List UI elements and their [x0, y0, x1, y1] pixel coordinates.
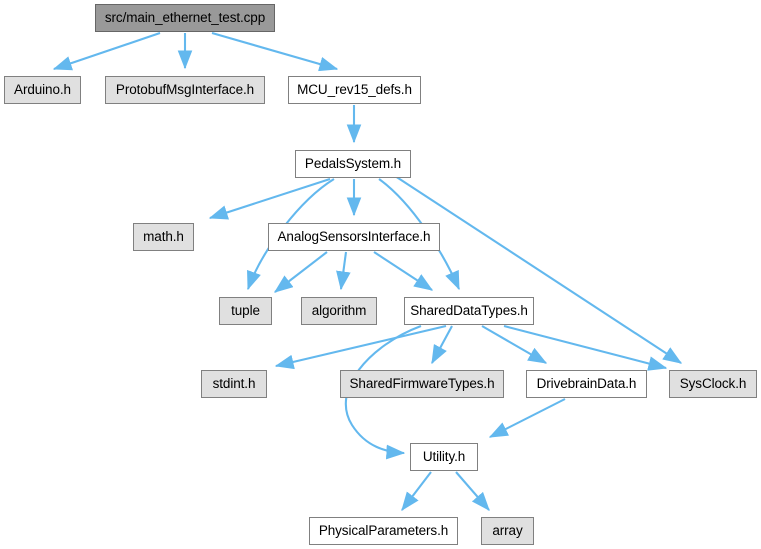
graph-node-label: tuple	[231, 303, 260, 319]
graph-node-arduino[interactable]: Arduino.h	[4, 76, 81, 104]
graph-node-tuple[interactable]: tuple	[219, 297, 272, 325]
graph-node-label: algorithm	[311, 303, 367, 319]
graph-node-algorithm[interactable]: algorithm	[301, 297, 377, 325]
graph-edge-main-to-arduino	[52, 32, 161, 71]
graph-node-sysclock[interactable]: SysClock.h	[669, 370, 757, 398]
graph-node-label: math.h	[143, 229, 184, 245]
graph-edge-shareddatatypes-to-sysclock	[503, 324, 668, 371]
graph-node-sharedfirmwaretypes[interactable]: SharedFirmwareTypes.h	[340, 370, 504, 398]
graph-node-label: stdint.h	[212, 376, 256, 392]
graph-edge-shareddatatypes-to-stdint	[274, 324, 447, 370]
graph-node-drivebraindata[interactable]: DrivebrainData.h	[526, 370, 647, 398]
graph-node-label: MCU_rev15_defs.h	[297, 82, 412, 98]
graph-edge-utility-to-array	[455, 471, 490, 511]
graph-edge-analog-to-tuple	[274, 251, 328, 293]
graph-node-array[interactable]: array	[481, 517, 534, 545]
graph-node-label: Utility.h	[422, 449, 466, 465]
graph-node-label: ProtobufMsgInterface.h	[115, 82, 255, 98]
graph-edge-analog-to-algorithm	[336, 251, 351, 291]
graph-edge-shareddatatypes-to-sharedfirmwaretypes	[431, 325, 453, 365]
graph-node-pedals[interactable]: PedalsSystem.h	[295, 150, 411, 178]
graph-node-label: SharedFirmwareTypes.h	[349, 376, 495, 392]
graph-node-stdint[interactable]: stdint.h	[201, 370, 267, 398]
graph-node-physicalparameters[interactable]: PhysicalParameters.h	[309, 517, 458, 545]
graph-edge-pedals-to-sysclock	[394, 175, 683, 364]
graph-node-label: AnalogSensorsInterface.h	[277, 229, 431, 245]
graph-edge-analog-to-shareddatatypes	[373, 251, 434, 291]
graph-node-math[interactable]: math.h	[133, 223, 194, 251]
graph-edge-pedals-to-math	[208, 178, 331, 220]
graph-node-shareddatatypes[interactable]: SharedDataTypes.h	[404, 297, 534, 325]
graph-node-main[interactable]: src/main_ethernet_test.cpp	[95, 4, 275, 32]
graph-edge-shareddatatypes-to-drivebraindata	[481, 325, 548, 364]
graph-node-analog[interactable]: AnalogSensorsInterface.h	[268, 223, 440, 251]
graph-node-label: PedalsSystem.h	[304, 156, 402, 172]
graph-node-label: array	[492, 523, 523, 539]
graph-edge-drivebraindata-to-utility	[488, 398, 566, 438]
graph-node-label: SysClock.h	[679, 376, 747, 392]
graph-node-label: PhysicalParameters.h	[318, 523, 449, 539]
graph-node-label: DrivebrainData.h	[536, 376, 637, 392]
graph-node-label: SharedDataTypes.h	[410, 303, 528, 319]
graph-edge-utility-to-physicalparameters	[401, 471, 432, 512]
graph-node-protobuf[interactable]: ProtobufMsgInterface.h	[105, 76, 265, 104]
graph-node-label: src/main_ethernet_test.cpp	[104, 10, 266, 26]
graph-node-utility[interactable]: Utility.h	[410, 443, 478, 471]
graph-node-label: Arduino.h	[14, 82, 71, 98]
graph-node-mcu[interactable]: MCU_rev15_defs.h	[288, 76, 421, 104]
graph-edge-main-to-mcu	[211, 31, 339, 72]
